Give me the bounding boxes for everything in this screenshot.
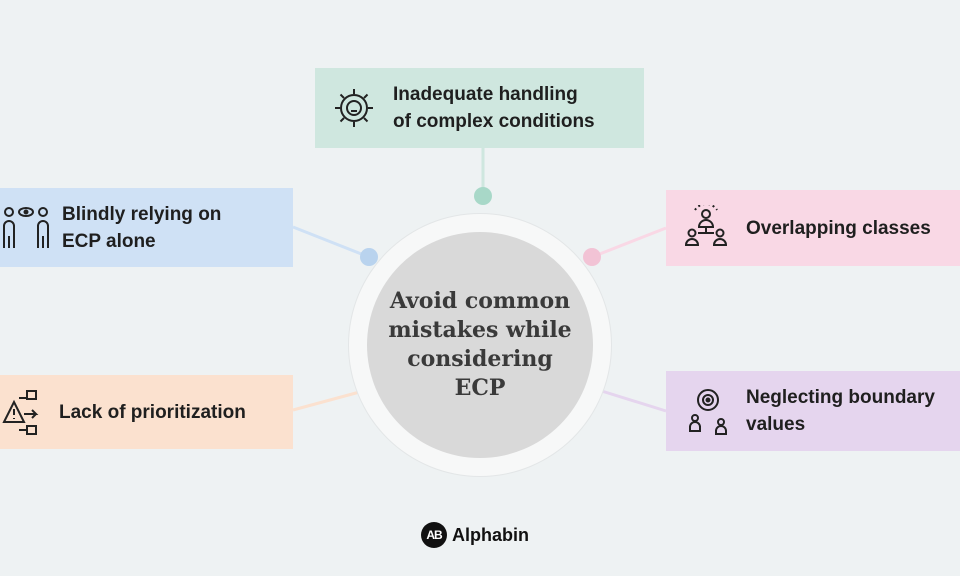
card-label: Neglecting boundary values [746,387,935,435]
gear-bulb-icon [329,83,379,133]
card-label: Inadequate handling of complex condition… [393,84,595,132]
connector-right2 [591,386,667,413]
connector-right1 [591,226,667,259]
card-boundary-values: Neglecting boundary values [666,371,960,451]
logo-mark: AB [421,522,447,548]
card-label: Blindly relying on ECP alone [62,203,222,252]
connector-dot-left1 [360,248,378,266]
hierarchy-people-icon [682,204,730,252]
warning-flow-icon [0,387,44,437]
card-relying-ecp: Blindly relying on ECP alone [0,188,293,267]
card-label: Lack of prioritization [59,401,246,423]
connector-left1 [292,225,370,259]
connector-dot-right1 [583,248,601,266]
logo-text: Alphabin [452,524,529,545]
card-complex-conditions: Inadequate handling of complex condition… [315,68,644,148]
card-label: Overlapping classes [746,217,931,239]
people-eye-icon [0,203,52,253]
connector-dot-top [474,187,492,205]
card-prioritization: Lack of prioritization [0,375,293,449]
alphabin-logo: AB Alphabin [421,522,529,548]
center-circle: Avoid common mistakes while considering … [367,232,593,458]
card-overlapping-classes: Overlapping classes [666,190,960,266]
connector-left2 [292,388,368,412]
target-people-icon [686,386,730,436]
center-title: Avoid common mistakes while considering … [388,288,572,401]
